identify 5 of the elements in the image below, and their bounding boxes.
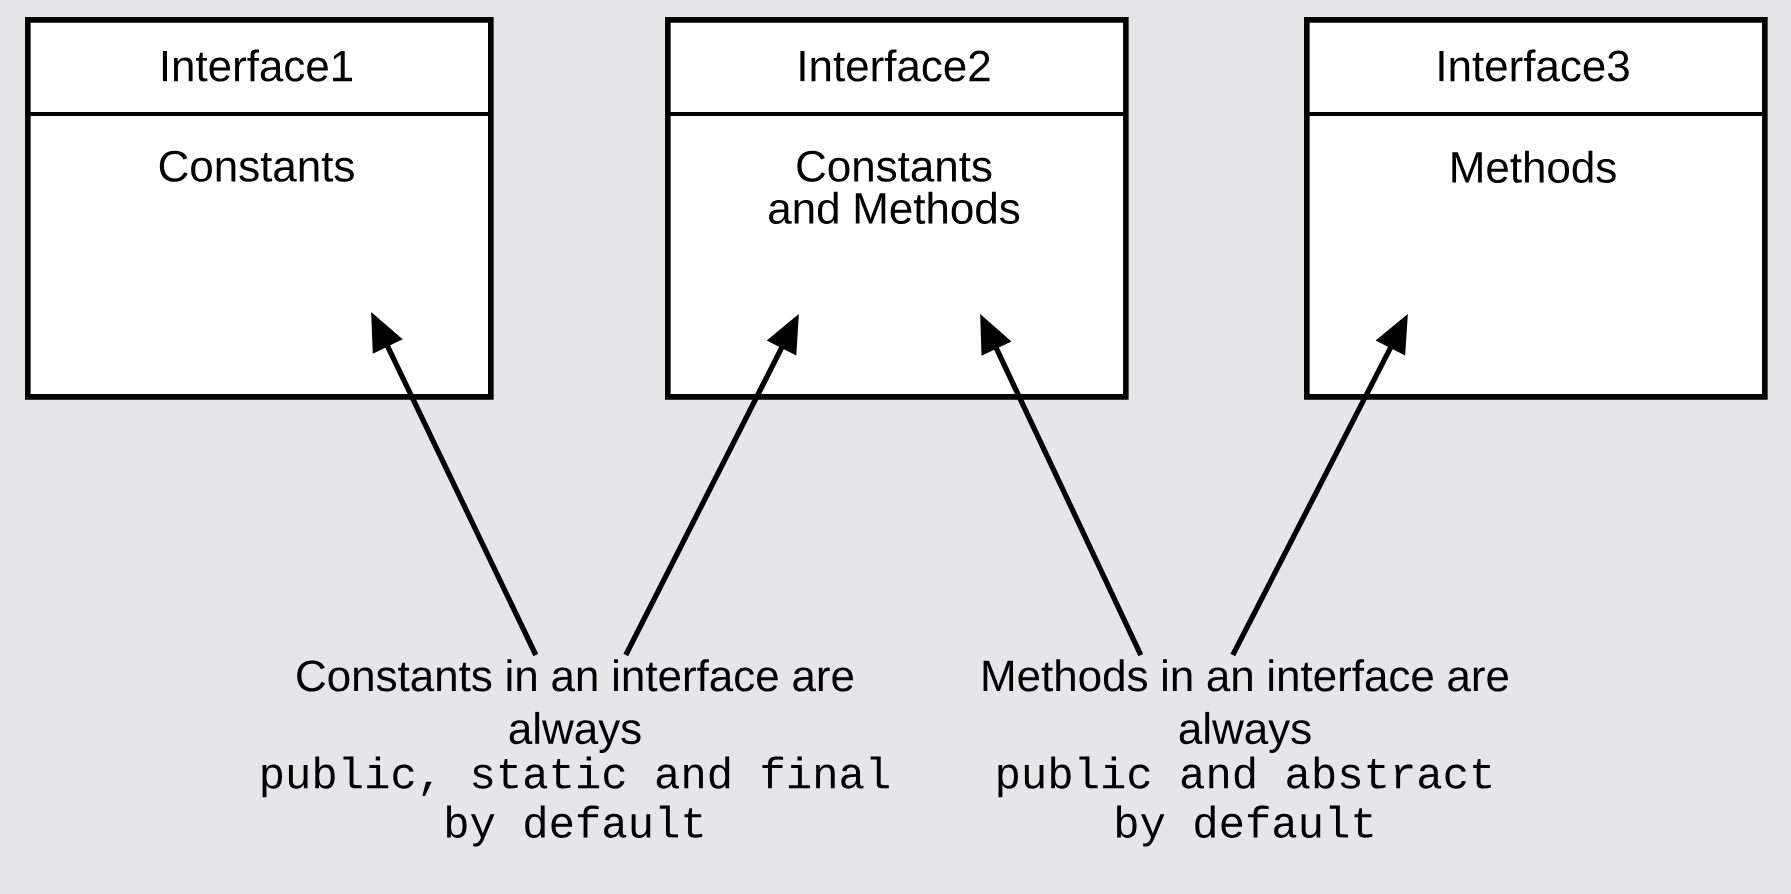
interface-box: Interface2 Constants and Methods [665,17,1129,400]
interface-box: Interface3 Methods [1304,17,1768,400]
note-text: Constants in an interface are always public, static and final by default [262,659,889,847]
interface-box: Interface1 Constants [25,17,494,400]
note-text: Methods in an interface are always public and abstract by default [983,659,1508,847]
